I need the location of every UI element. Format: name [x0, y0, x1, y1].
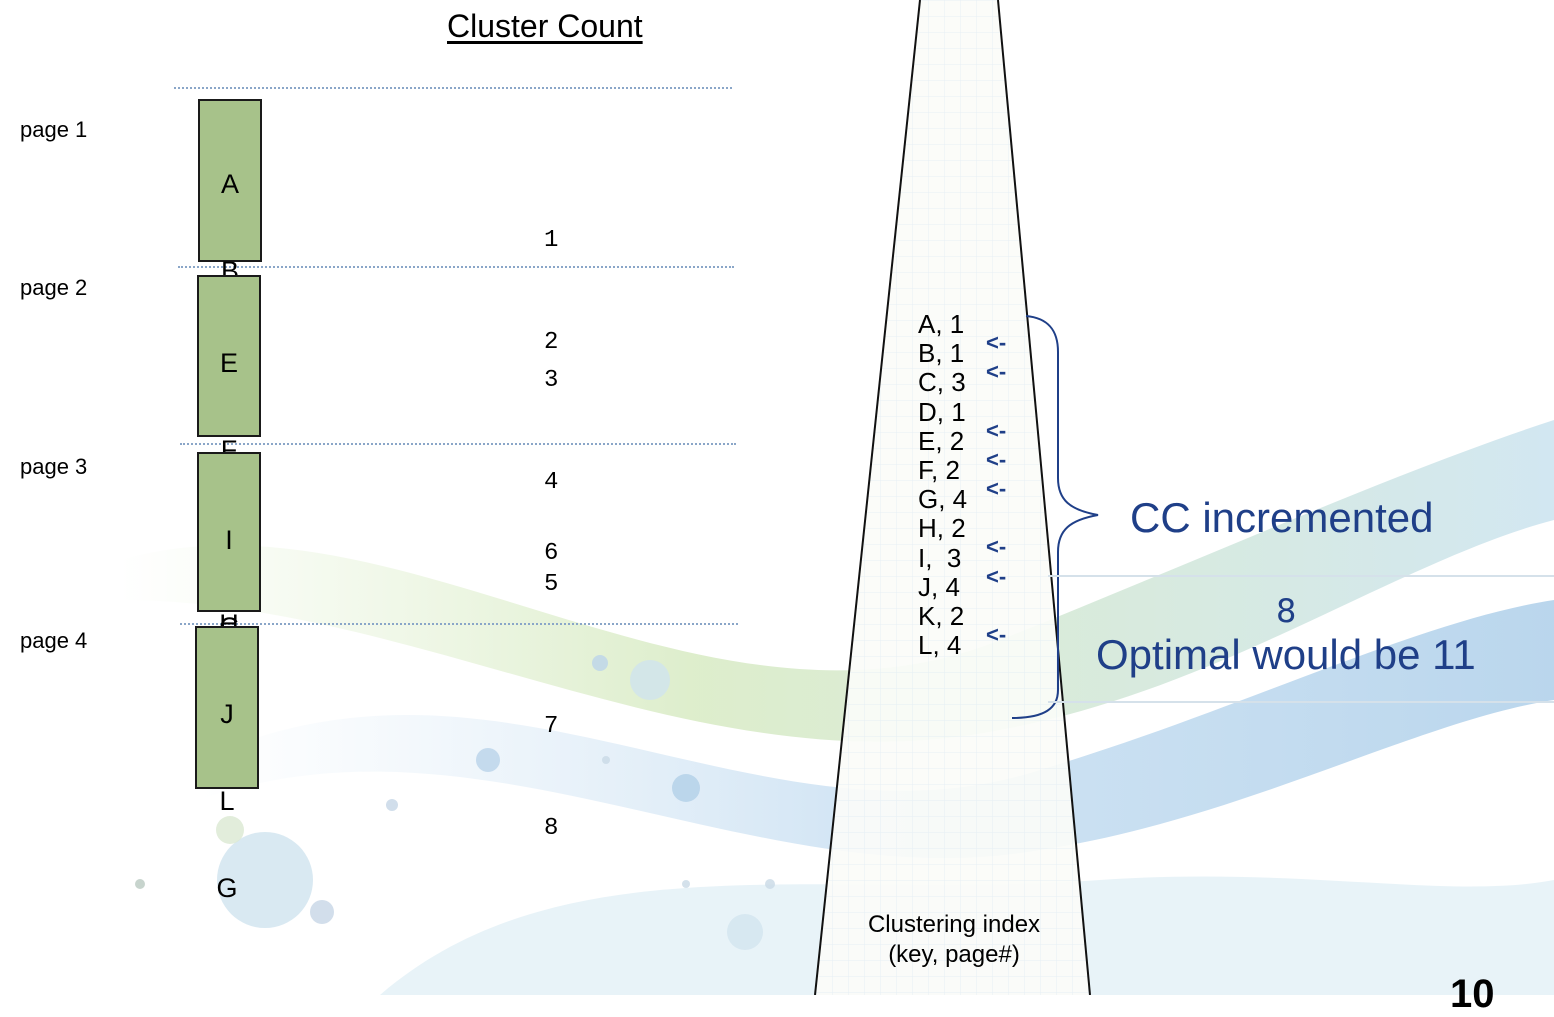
index-entry: I, 3 — [918, 542, 962, 573]
page-label: page 1 — [20, 117, 88, 142]
increment-arrow: <- — [986, 622, 1007, 647]
index-entry: F, 2 — [918, 454, 960, 485]
page-key: E — [219, 348, 238, 378]
count-value: 7 — [544, 713, 559, 740]
increment-arrow: <- — [986, 359, 1007, 385]
cluster-count-values: 7 8 — [544, 642, 573, 880]
page-divider — [180, 443, 736, 445]
page-key: I — [225, 525, 233, 555]
index-caption-line: Clustering index — [867, 911, 1041, 938]
increment-arrow: <- — [986, 446, 1007, 472]
index-entry: J, 4 — [918, 571, 960, 602]
index-funnel — [814, 0, 1554, 995]
increment-arrow: <- — [986, 534, 1007, 560]
count-value: 5 — [544, 571, 559, 598]
page-key: J — [220, 699, 234, 729]
page-key: L — [219, 786, 235, 816]
page-box: A B D — [198, 99, 262, 373]
page-key: A — [220, 169, 239, 199]
curly-brace — [1011, 315, 1099, 719]
count-value: 1 — [544, 227, 559, 254]
index-entry-list: A, 1 B, 1 C, 3 D, 1 E, 2 F, 2 G, 4 H, 2 … — [918, 309, 968, 661]
index-entry: G, 4 — [918, 484, 968, 515]
page-divider — [174, 87, 732, 89]
page-label: page 2 — [20, 275, 88, 300]
page-box: J L G — [195, 626, 259, 903]
cc-incremented-label: CC incremented — [1130, 494, 1434, 541]
page-label: page 3 — [20, 454, 88, 479]
cc-value: 8 — [1276, 592, 1297, 630]
count-value: 4 — [544, 469, 559, 496]
index-entry: K, 2 — [918, 600, 965, 631]
index-entry: A, 1 — [918, 309, 965, 339]
index-entry: E, 2 — [918, 425, 965, 456]
page-divider — [178, 266, 734, 268]
count-value: 2 — [544, 329, 559, 356]
page-box: E F K H — [197, 275, 261, 639]
count-value: 6 — [544, 540, 559, 567]
increment-arrow: <- — [986, 476, 1007, 501]
cluster-count-values: 6 — [544, 469, 573, 605]
index-entry: L, 4 — [918, 630, 962, 661]
index-entry: C, 3 — [918, 367, 966, 398]
increment-arrow: <- — [986, 330, 1007, 355]
cluster-count-values: 3 4 5 — [544, 296, 573, 636]
page-divider — [180, 623, 738, 625]
clustering-index-caption: Clustering index (key, page#) — [834, 910, 1074, 970]
index-entry: B, 1 — [918, 338, 965, 369]
increment-arrow: <- — [986, 417, 1007, 443]
index-caption-line: (key, page#) — [888, 941, 1020, 968]
cluster-count-title: Cluster Count — [447, 8, 643, 44]
page-key: G — [216, 873, 238, 903]
cluster-count-values: 1 2 — [544, 156, 573, 394]
index-entry: D, 1 — [918, 396, 966, 427]
page-label: page 4 — [20, 628, 88, 653]
count-value: 8 — [544, 815, 559, 842]
count-value: 3 — [544, 367, 559, 394]
page-box: I C — [197, 452, 261, 642]
increment-arrow: <- — [986, 563, 1007, 589]
index-entry: H, 2 — [918, 513, 966, 544]
optimal-label: Optimal would be 11 — [1096, 631, 1476, 678]
